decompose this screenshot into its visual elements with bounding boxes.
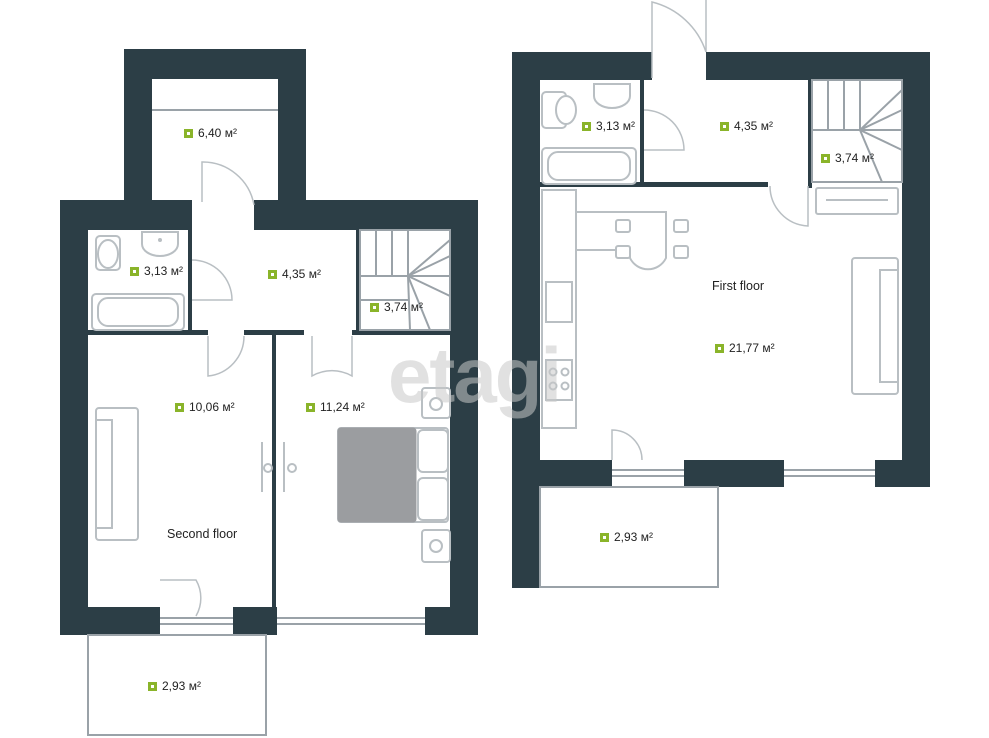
area-label-storage: 6,40 м² bbox=[184, 126, 237, 140]
area-value: 3,74 м² bbox=[384, 300, 423, 314]
wall bbox=[706, 52, 930, 80]
wall bbox=[512, 52, 540, 588]
wall bbox=[233, 607, 277, 635]
wall bbox=[450, 200, 478, 635]
area-value: 6,40 м² bbox=[198, 126, 237, 140]
area-marker-icon bbox=[715, 343, 724, 353]
wall bbox=[875, 460, 930, 487]
area-value: 4,35 м² bbox=[734, 119, 773, 133]
wall bbox=[254, 200, 478, 230]
area-label-hall: 4,35 м² bbox=[268, 267, 321, 281]
area-label-bedroom: 11,24 м² bbox=[306, 400, 365, 414]
wall bbox=[902, 52, 930, 487]
area-label-bathroom: 3,13 м² bbox=[582, 119, 635, 133]
area-value: 2,93 м² bbox=[162, 679, 201, 693]
area-marker-icon bbox=[720, 121, 729, 131]
second-floor-plan bbox=[60, 49, 478, 736]
watermark: etagi bbox=[388, 331, 562, 419]
area-marker-icon bbox=[148, 681, 157, 691]
area-label-living: 21,77 м² bbox=[715, 341, 775, 355]
area-label-stairs: 3,74 м² bbox=[821, 151, 874, 165]
second-floor-title: Second floor bbox=[167, 527, 238, 541]
area-marker-icon bbox=[582, 121, 591, 131]
area-label-hall: 4,35 м² bbox=[720, 119, 773, 133]
area-marker-icon bbox=[306, 402, 315, 412]
wall bbox=[124, 49, 152, 202]
area-marker-icon bbox=[600, 532, 609, 542]
wall bbox=[60, 607, 160, 635]
wall bbox=[278, 49, 306, 202]
area-marker-icon bbox=[130, 266, 139, 276]
area-value: 2,93 м² bbox=[614, 530, 653, 544]
area-marker-icon bbox=[370, 302, 379, 312]
area-value: 21,77 м² bbox=[729, 341, 775, 355]
area-marker-icon bbox=[184, 128, 193, 138]
first-floor-title: First floor bbox=[712, 279, 765, 293]
area-label-bathroom: 3,13 м² bbox=[130, 264, 183, 278]
area-label-living: 10,06 м² bbox=[175, 400, 235, 414]
area-label-balcony: 2,93 м² bbox=[148, 679, 201, 693]
wall bbox=[60, 200, 88, 635]
area-value: 3,13 м² bbox=[144, 264, 183, 278]
area-value: 3,74 м² bbox=[835, 151, 874, 165]
area-marker-icon bbox=[175, 402, 184, 412]
area-value: 10,06 м² bbox=[189, 400, 235, 414]
wall bbox=[684, 460, 784, 487]
area-marker-icon bbox=[268, 269, 277, 279]
wall bbox=[540, 460, 612, 487]
area-value: 11,24 м² bbox=[320, 400, 365, 414]
area-value: 4,35 м² bbox=[282, 267, 321, 281]
area-value: 3,13 м² bbox=[596, 119, 635, 133]
first-floor-plan bbox=[512, 0, 930, 588]
area-label-balcony: 2,93 м² bbox=[600, 530, 653, 544]
area-label-stairs: 3,74 м² bbox=[370, 300, 423, 314]
wall bbox=[124, 49, 306, 79]
wall bbox=[425, 607, 478, 635]
area-marker-icon bbox=[821, 153, 830, 163]
